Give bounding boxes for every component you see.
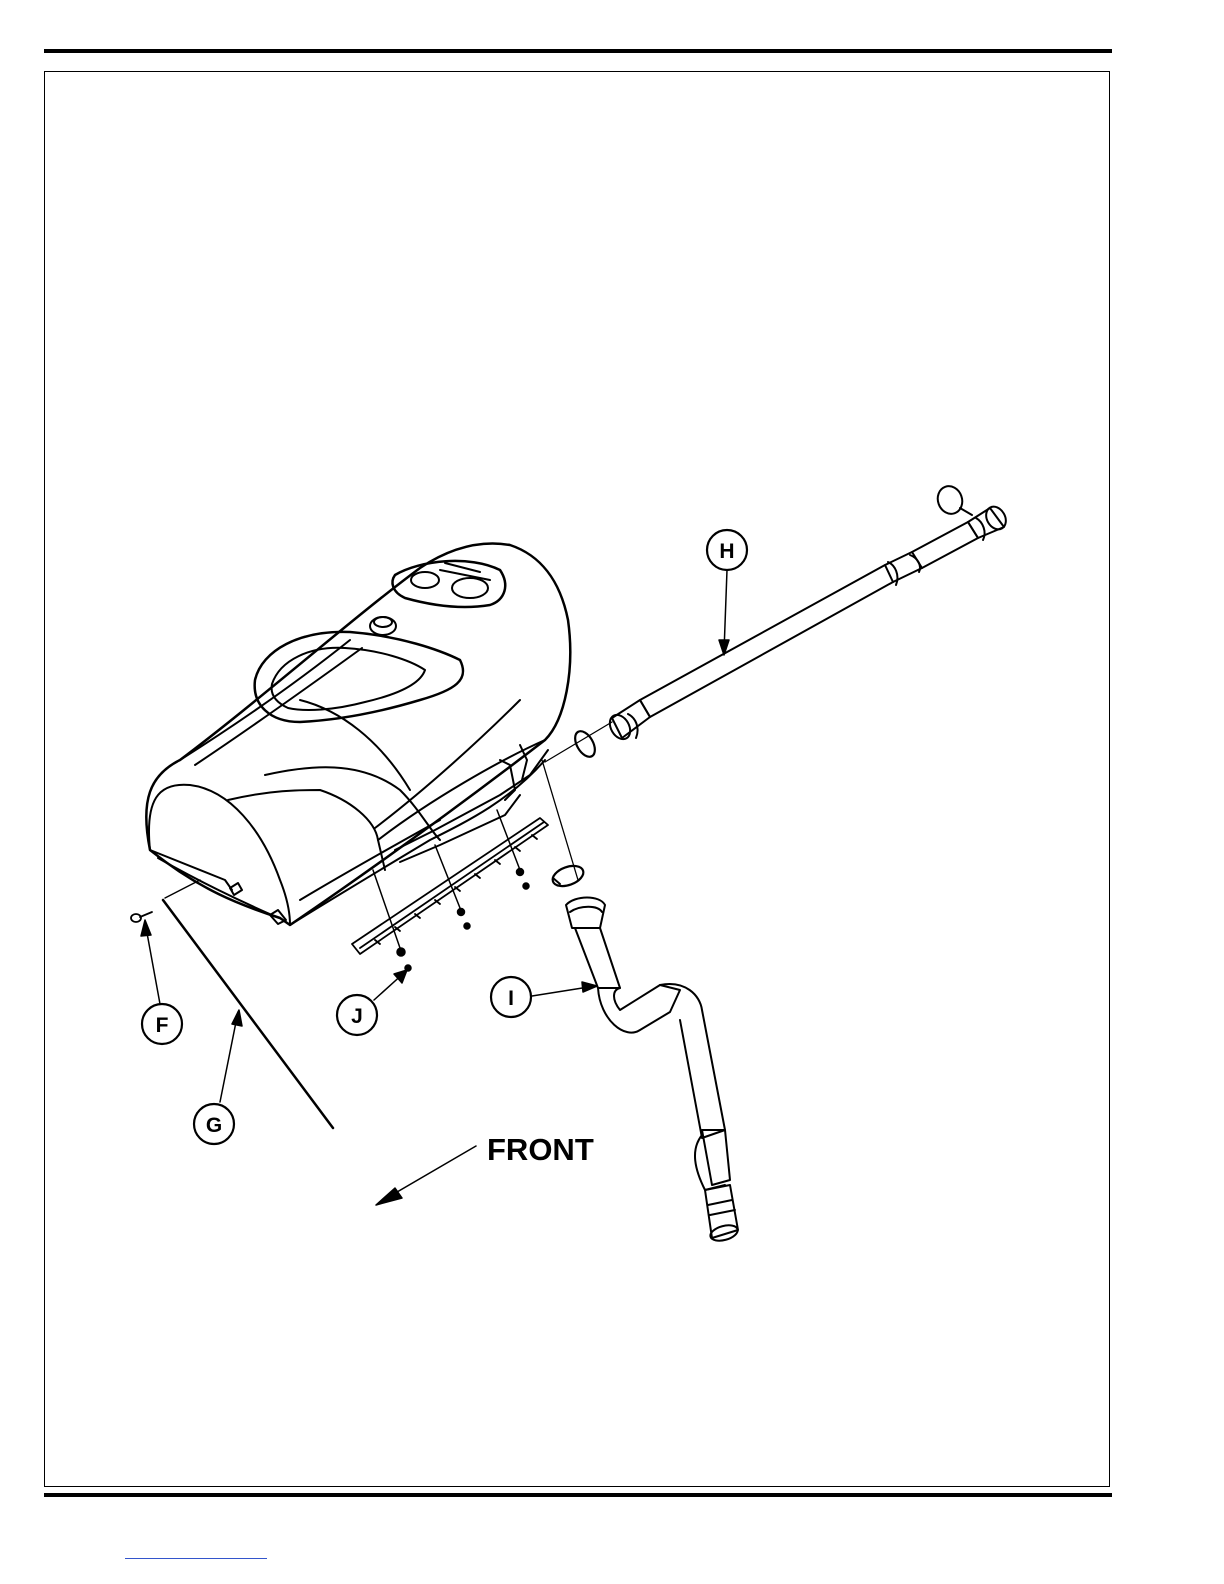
- hose-h: [545, 483, 1010, 762]
- callout-g: G: [194, 1104, 234, 1144]
- front-arrow: [376, 1146, 476, 1205]
- hinge-rod: [163, 880, 333, 1128]
- callout-i-label: I: [508, 987, 514, 1010]
- tank-body: [146, 544, 570, 925]
- callout-h: H: [707, 530, 747, 570]
- callout-f: F: [142, 1004, 182, 1044]
- callout-g-label: G: [206, 1114, 222, 1137]
- hose-i: [542, 760, 739, 1243]
- callout-h-label: H: [719, 540, 734, 563]
- callout-j: J: [337, 995, 377, 1035]
- callout-f-label: F: [156, 1014, 169, 1037]
- screw-f: [131, 912, 152, 922]
- front-label: FRONT: [487, 1132, 594, 1167]
- callout-i: I: [491, 977, 531, 1017]
- callout-j-label: J: [351, 1005, 363, 1028]
